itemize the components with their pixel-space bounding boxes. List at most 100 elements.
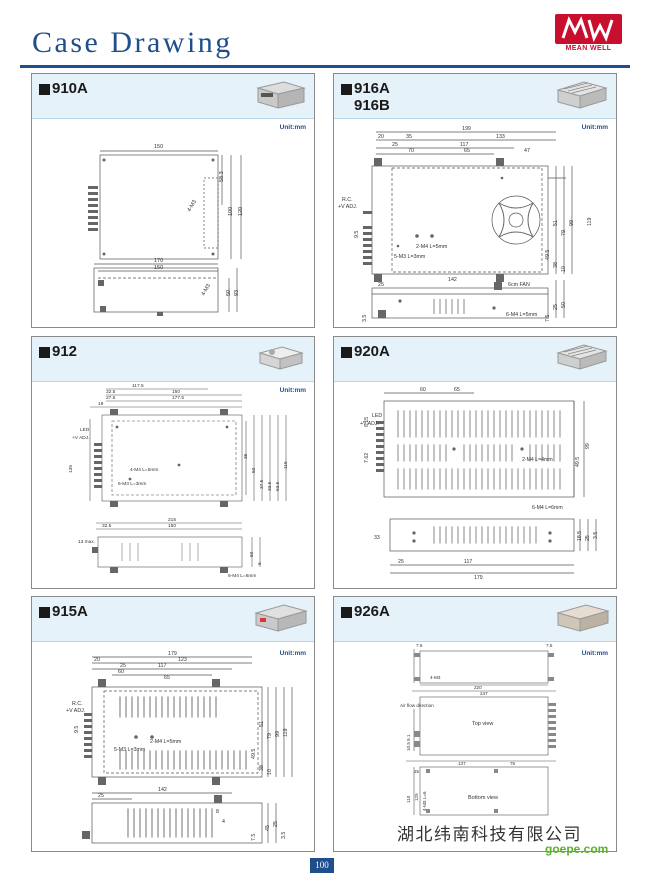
dim-label: 65 <box>454 387 460 393</box>
dim-label: 142 <box>448 277 457 283</box>
dim-label: 25 <box>414 769 420 774</box>
dim-label: 10.5 <box>406 742 411 751</box>
dim-label: 247 <box>480 691 488 696</box>
dim-label: 120 <box>238 207 244 216</box>
unit-label: Unit:mm <box>279 124 306 131</box>
page-number: 100 <box>310 858 334 873</box>
model-name-b: 916B <box>354 97 390 114</box>
dim-label: 47 <box>524 148 530 154</box>
dim-label: 60 <box>118 669 124 675</box>
dim-label: 13 max. <box>78 539 95 545</box>
model-name: 926A <box>354 603 390 620</box>
dim-label: 38 <box>259 765 265 771</box>
vadj-label: +V ADJ. <box>72 435 89 441</box>
dim-label: 125 <box>414 793 419 801</box>
screw-label: 6-M3 L=3mm <box>118 481 146 487</box>
panel-header: 915A <box>32 597 314 642</box>
view-label: Bottom view <box>468 795 498 801</box>
dim-label: 51 <box>553 220 559 226</box>
dim-label: 7.5 <box>545 315 551 322</box>
bullet-square-icon <box>341 347 352 358</box>
screw-label: 4-M3 <box>430 675 441 680</box>
product-photo-icon <box>556 604 610 632</box>
panel-header: 926A <box>334 597 616 642</box>
dim-label: 3.5 <box>281 832 287 839</box>
dim-label: 25 <box>378 282 384 288</box>
dim-label: 49.5 <box>251 749 257 759</box>
dim-label: 49.5 <box>545 250 551 260</box>
panel-920a: 920A <box>333 336 617 589</box>
dim-label: 65 <box>164 675 170 681</box>
dim-label: 170 <box>154 258 163 264</box>
model-name: 912 <box>52 343 78 360</box>
fan-label: 6cm FAN <box>508 282 530 288</box>
screw-label: 5-M3 L=3mm <box>394 254 426 260</box>
dim-label: 7.5 <box>416 643 423 648</box>
led-label: LED <box>372 413 382 419</box>
dim-label: 4-M3 <box>201 283 212 297</box>
panel-926a: 926A Unit:mm <box>333 596 617 852</box>
screw-label: 2-M4 L=4mm <box>522 457 553 463</box>
dim-label: 76 <box>510 761 516 766</box>
dim-label: 18.5 <box>577 531 583 541</box>
company-watermark: 湖北纬南科技有限公司 <box>397 825 582 844</box>
dim-label: 25 <box>120 663 126 669</box>
dim-label: 20 <box>378 134 384 140</box>
model-name: 910A <box>52 80 88 97</box>
vadj-label: +V ADJ. <box>338 204 357 210</box>
product-photo-icon <box>256 81 306 109</box>
dim-label: 150 <box>168 523 176 529</box>
dim-label: 63.5 <box>275 481 281 491</box>
dim-label: 135 <box>68 465 74 473</box>
dim-label: 5 <box>257 562 263 565</box>
unit-label: Unit:mm <box>279 387 306 394</box>
dim-label: 33 <box>374 535 380 541</box>
rc-label: R.C. <box>342 197 353 203</box>
dim-label: 9.5 <box>354 231 360 238</box>
source-watermark: goepe.com <box>545 842 609 856</box>
dim-label: 60 <box>420 387 426 393</box>
dim-label: 49.5 <box>575 457 581 467</box>
dim-label: 38 <box>553 262 559 268</box>
dim-label: 110 <box>406 795 411 803</box>
dim-label: 4 <box>222 819 225 825</box>
dim-label: 115 <box>283 461 289 469</box>
dim-label: 45 <box>265 825 271 831</box>
screw-label: 2-M4 L=5mm <box>416 244 448 250</box>
product-photo-icon <box>258 346 304 370</box>
dim-label: 25 <box>585 535 591 541</box>
dim-label: 27.5 <box>106 395 116 401</box>
dim-label: 137 <box>458 761 466 766</box>
dim-label: 9.1 <box>406 734 411 741</box>
dim-label: 33.5 <box>267 481 273 491</box>
dim-label: 65 <box>464 148 470 154</box>
screw-label: 4-M4 L=5mm <box>130 467 158 473</box>
dim-label: 119 <box>283 729 289 737</box>
dim-label: 51 <box>259 721 265 727</box>
dim-label: 3.5 <box>593 532 599 539</box>
model-name: 916A 916B <box>354 80 390 114</box>
product-photo-icon <box>556 344 608 370</box>
bullet-square-icon <box>39 84 50 95</box>
dim-label: 119 <box>587 218 593 226</box>
dim-label: 100 <box>228 207 234 216</box>
dim-label: 199 <box>462 126 471 132</box>
dim-label: 25 <box>398 559 404 565</box>
model-name-a: 916A <box>354 80 390 97</box>
dim-label: 7.5 <box>546 643 553 648</box>
mean-well-logo: MEAN WELL <box>555 14 622 58</box>
bullet-square-icon <box>39 347 50 358</box>
dim-label: 150 <box>172 389 180 395</box>
logo-text: MEAN WELL <box>565 45 612 52</box>
dim-label: 25 <box>392 142 398 148</box>
page-title: Case Drawing <box>32 26 233 59</box>
dim-label: 20 <box>94 657 100 663</box>
panel-header: 920A <box>334 337 616 382</box>
dim-label: 123 <box>178 657 187 663</box>
dim-label: 32.5 <box>102 523 112 529</box>
dim-label: 179 <box>168 651 177 657</box>
dim-label: 58.3 <box>219 171 225 182</box>
dim-label: 79 <box>267 733 273 739</box>
view-label: Top view <box>472 721 493 727</box>
dim-label: 32.5 <box>106 389 116 395</box>
